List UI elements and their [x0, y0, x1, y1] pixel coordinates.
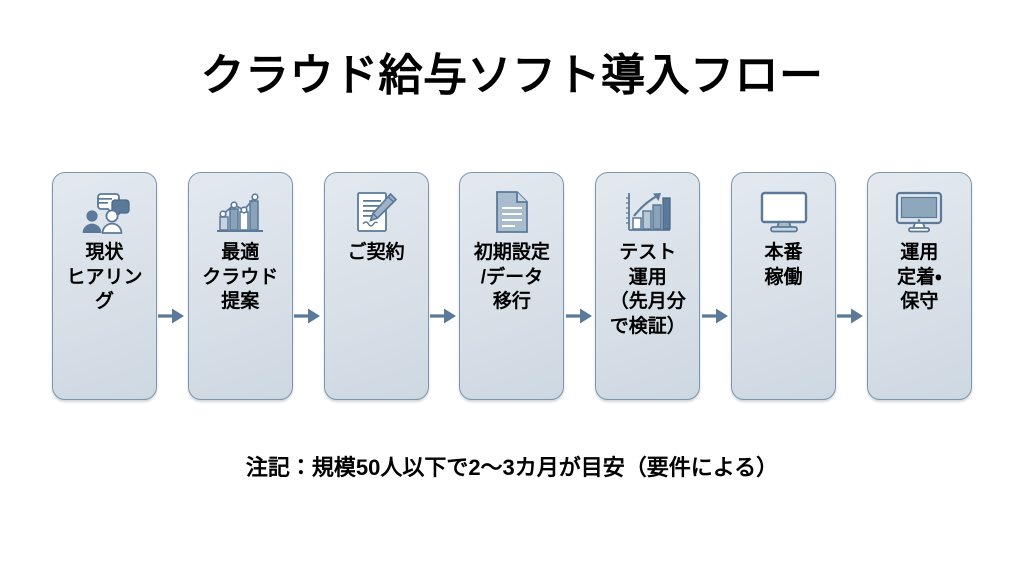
- arrow-4-to-5: [565, 307, 594, 327]
- arrow-5-to-6: [701, 307, 730, 327]
- document-file-icon: [485, 189, 539, 235]
- flow-step-1-label: 現状 ヒアリン グ: [66, 242, 143, 313]
- growth-chart-arrow-icon: [621, 189, 675, 235]
- flow-step-5-label: テスト 運用 （先月分 で検証）: [609, 242, 686, 338]
- page-title: クラウド給与ソフト導入フロー: [200, 51, 824, 100]
- arrow-6-to-7: [837, 307, 865, 327]
- flow-step-2[interactable]: 最適 クラウド 提案: [187, 172, 293, 400]
- flow-step-6[interactable]: 本番 稼働: [731, 172, 837, 400]
- monitor-icon: [757, 189, 811, 235]
- flow-step-5[interactable]: テスト 運用 （先月分 で検証）: [595, 172, 701, 400]
- flow-step-4-label: 初期設定 /データ 移行: [473, 242, 550, 313]
- monitor-filled-icon: [892, 189, 946, 235]
- flow-step-4[interactable]: 初期設定 /データ 移行: [459, 172, 565, 400]
- process-flow: 現状 ヒアリン グ: [52, 172, 972, 400]
- flow-step-7[interactable]: 運用 定着・ 保守: [866, 172, 972, 400]
- arrow-2-to-3: [294, 307, 322, 327]
- bar-chart-line-icon: [213, 189, 267, 235]
- footnote-text: 注記：規模50人以下で2〜3カ月が目安（要件による）: [245, 455, 779, 480]
- flow-step-7-label: 運用 定着・ 保守: [897, 242, 942, 313]
- arrow-3-to-4: [430, 307, 458, 327]
- flow-step-1[interactable]: 現状 ヒアリン グ: [52, 172, 157, 400]
- flow-step-6-label: 本番 稼働: [764, 242, 803, 288]
- contract-signing-icon: [349, 189, 403, 235]
- two-people-talking-icon: [78, 189, 132, 235]
- arrow-1-to-2: [158, 307, 186, 327]
- flow-step-3-label: ご契約: [347, 242, 405, 263]
- flow-step-3[interactable]: ご契約: [323, 172, 429, 400]
- flow-step-2-label: 最適 クラウド 提案: [202, 242, 279, 313]
